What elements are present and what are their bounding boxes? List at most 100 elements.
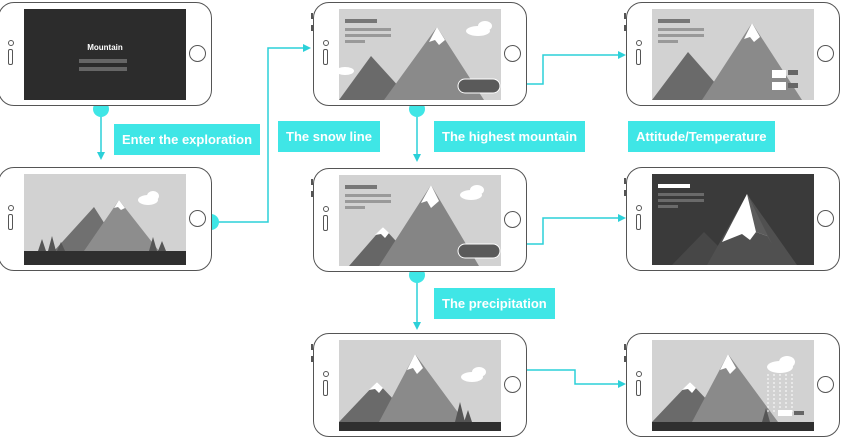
speaker-icon (323, 380, 328, 396)
snow-cap-left (369, 382, 383, 393)
home-button[interactable] (817, 376, 834, 393)
phone-landscape (0, 167, 212, 271)
snow-cap (421, 185, 439, 208)
info-text-bar (658, 28, 704, 31)
side-button (624, 25, 626, 31)
cloud-icon (339, 67, 354, 75)
ground (339, 422, 501, 431)
tree-icon (455, 402, 472, 422)
snow-cap (114, 200, 125, 210)
home-button[interactable] (189, 210, 206, 227)
info-text-bar (345, 194, 391, 197)
home-button[interactable] (817, 210, 834, 227)
info-title-bar (658, 184, 690, 188)
screen-precipitation[interactable] (339, 340, 501, 431)
app-title: Mountain (87, 43, 123, 52)
side-button (311, 179, 313, 185)
screen-altitude-temperature[interactable] (652, 9, 814, 100)
speaker-icon (323, 215, 328, 231)
screen-highest-detail[interactable] (652, 174, 814, 265)
menu-bar (79, 59, 127, 63)
speaker-icon (8, 214, 13, 230)
info-text-bar (658, 193, 704, 196)
menu-bar (79, 67, 127, 71)
info-title-bar (345, 185, 377, 189)
info-text-bar (345, 206, 365, 209)
cloud-icon (138, 191, 159, 205)
home-button[interactable] (817, 45, 834, 62)
screen-snow-line[interactable] (339, 9, 501, 100)
info-text-bar (658, 34, 704, 37)
temperature-marker-icon (772, 70, 798, 90)
speaker-icon (636, 49, 641, 65)
mountain-right (84, 200, 159, 251)
side-button (624, 13, 626, 19)
side-button (624, 178, 626, 184)
home-button[interactable] (504, 376, 521, 393)
ground (24, 251, 186, 265)
camera-icon (636, 371, 642, 377)
rain-gauge (778, 410, 792, 416)
info-text-bar (658, 199, 704, 202)
side-button (311, 25, 313, 31)
connector-landscape-to-snowline (211, 44, 311, 223)
info-text-bar (658, 40, 678, 43)
phone-precipitation-detail (624, 333, 840, 437)
cloud-icon (466, 21, 492, 36)
side-button (624, 344, 626, 350)
speaker-icon (636, 214, 641, 230)
snow-cap-left (375, 227, 389, 238)
tree-icon (38, 236, 166, 251)
ground (652, 422, 814, 431)
label-precipitation: The precipitation (434, 288, 555, 319)
speaker-icon (636, 380, 641, 396)
snow-cap (407, 354, 423, 374)
screen-start[interactable]: Mountain (24, 9, 186, 100)
snow-cap (429, 27, 445, 45)
info-text-bar (345, 200, 391, 203)
home-button[interactable] (504, 45, 521, 62)
toggle-pill (457, 243, 501, 259)
cloud-icon (461, 367, 486, 382)
info-title-bar (345, 19, 377, 23)
camera-icon (323, 206, 329, 212)
camera-icon (323, 40, 329, 46)
speaker-icon (323, 49, 328, 65)
mountain-right (379, 354, 465, 422)
screen-highest-mountain[interactable] (339, 175, 501, 266)
info-text-bar (345, 28, 391, 31)
mountain-right (692, 354, 778, 422)
snow-cap-left (682, 382, 696, 393)
side-button (311, 356, 313, 362)
info-text-bar (658, 205, 678, 208)
mountain-right (702, 23, 802, 100)
screen-landscape[interactable] (24, 174, 186, 265)
label-enter-exploration: Enter the exploration (114, 124, 261, 155)
side-button (311, 344, 313, 350)
label-altitude-temperature: Attitude/Temperature (628, 121, 775, 152)
phone-snow-line (311, 2, 527, 106)
cloud-icon (460, 185, 484, 200)
mountain-right (379, 185, 479, 266)
speaker-icon (8, 49, 13, 65)
label-snow-line: The snow line (278, 121, 380, 152)
snow-cap (744, 23, 760, 42)
screen-precipitation-detail[interactable] (652, 340, 814, 431)
phone-precipitation (311, 333, 527, 437)
peak-shadow (747, 194, 772, 244)
home-button[interactable] (189, 45, 206, 62)
camera-icon (8, 205, 14, 211)
snow-cap (720, 354, 736, 374)
side-button (624, 190, 626, 196)
side-button (311, 13, 313, 19)
label-highest-mountain: The highest mountain (434, 121, 586, 152)
connector-precipitation-to-detail (483, 369, 626, 388)
home-button[interactable] (504, 211, 521, 228)
phone-altitude-temperature (624, 2, 840, 106)
camera-icon (636, 205, 642, 211)
camera-icon (8, 40, 14, 46)
cloud-icon (767, 356, 795, 373)
info-text-bar (345, 40, 365, 43)
tree-icon (762, 408, 770, 422)
side-button (624, 356, 626, 362)
